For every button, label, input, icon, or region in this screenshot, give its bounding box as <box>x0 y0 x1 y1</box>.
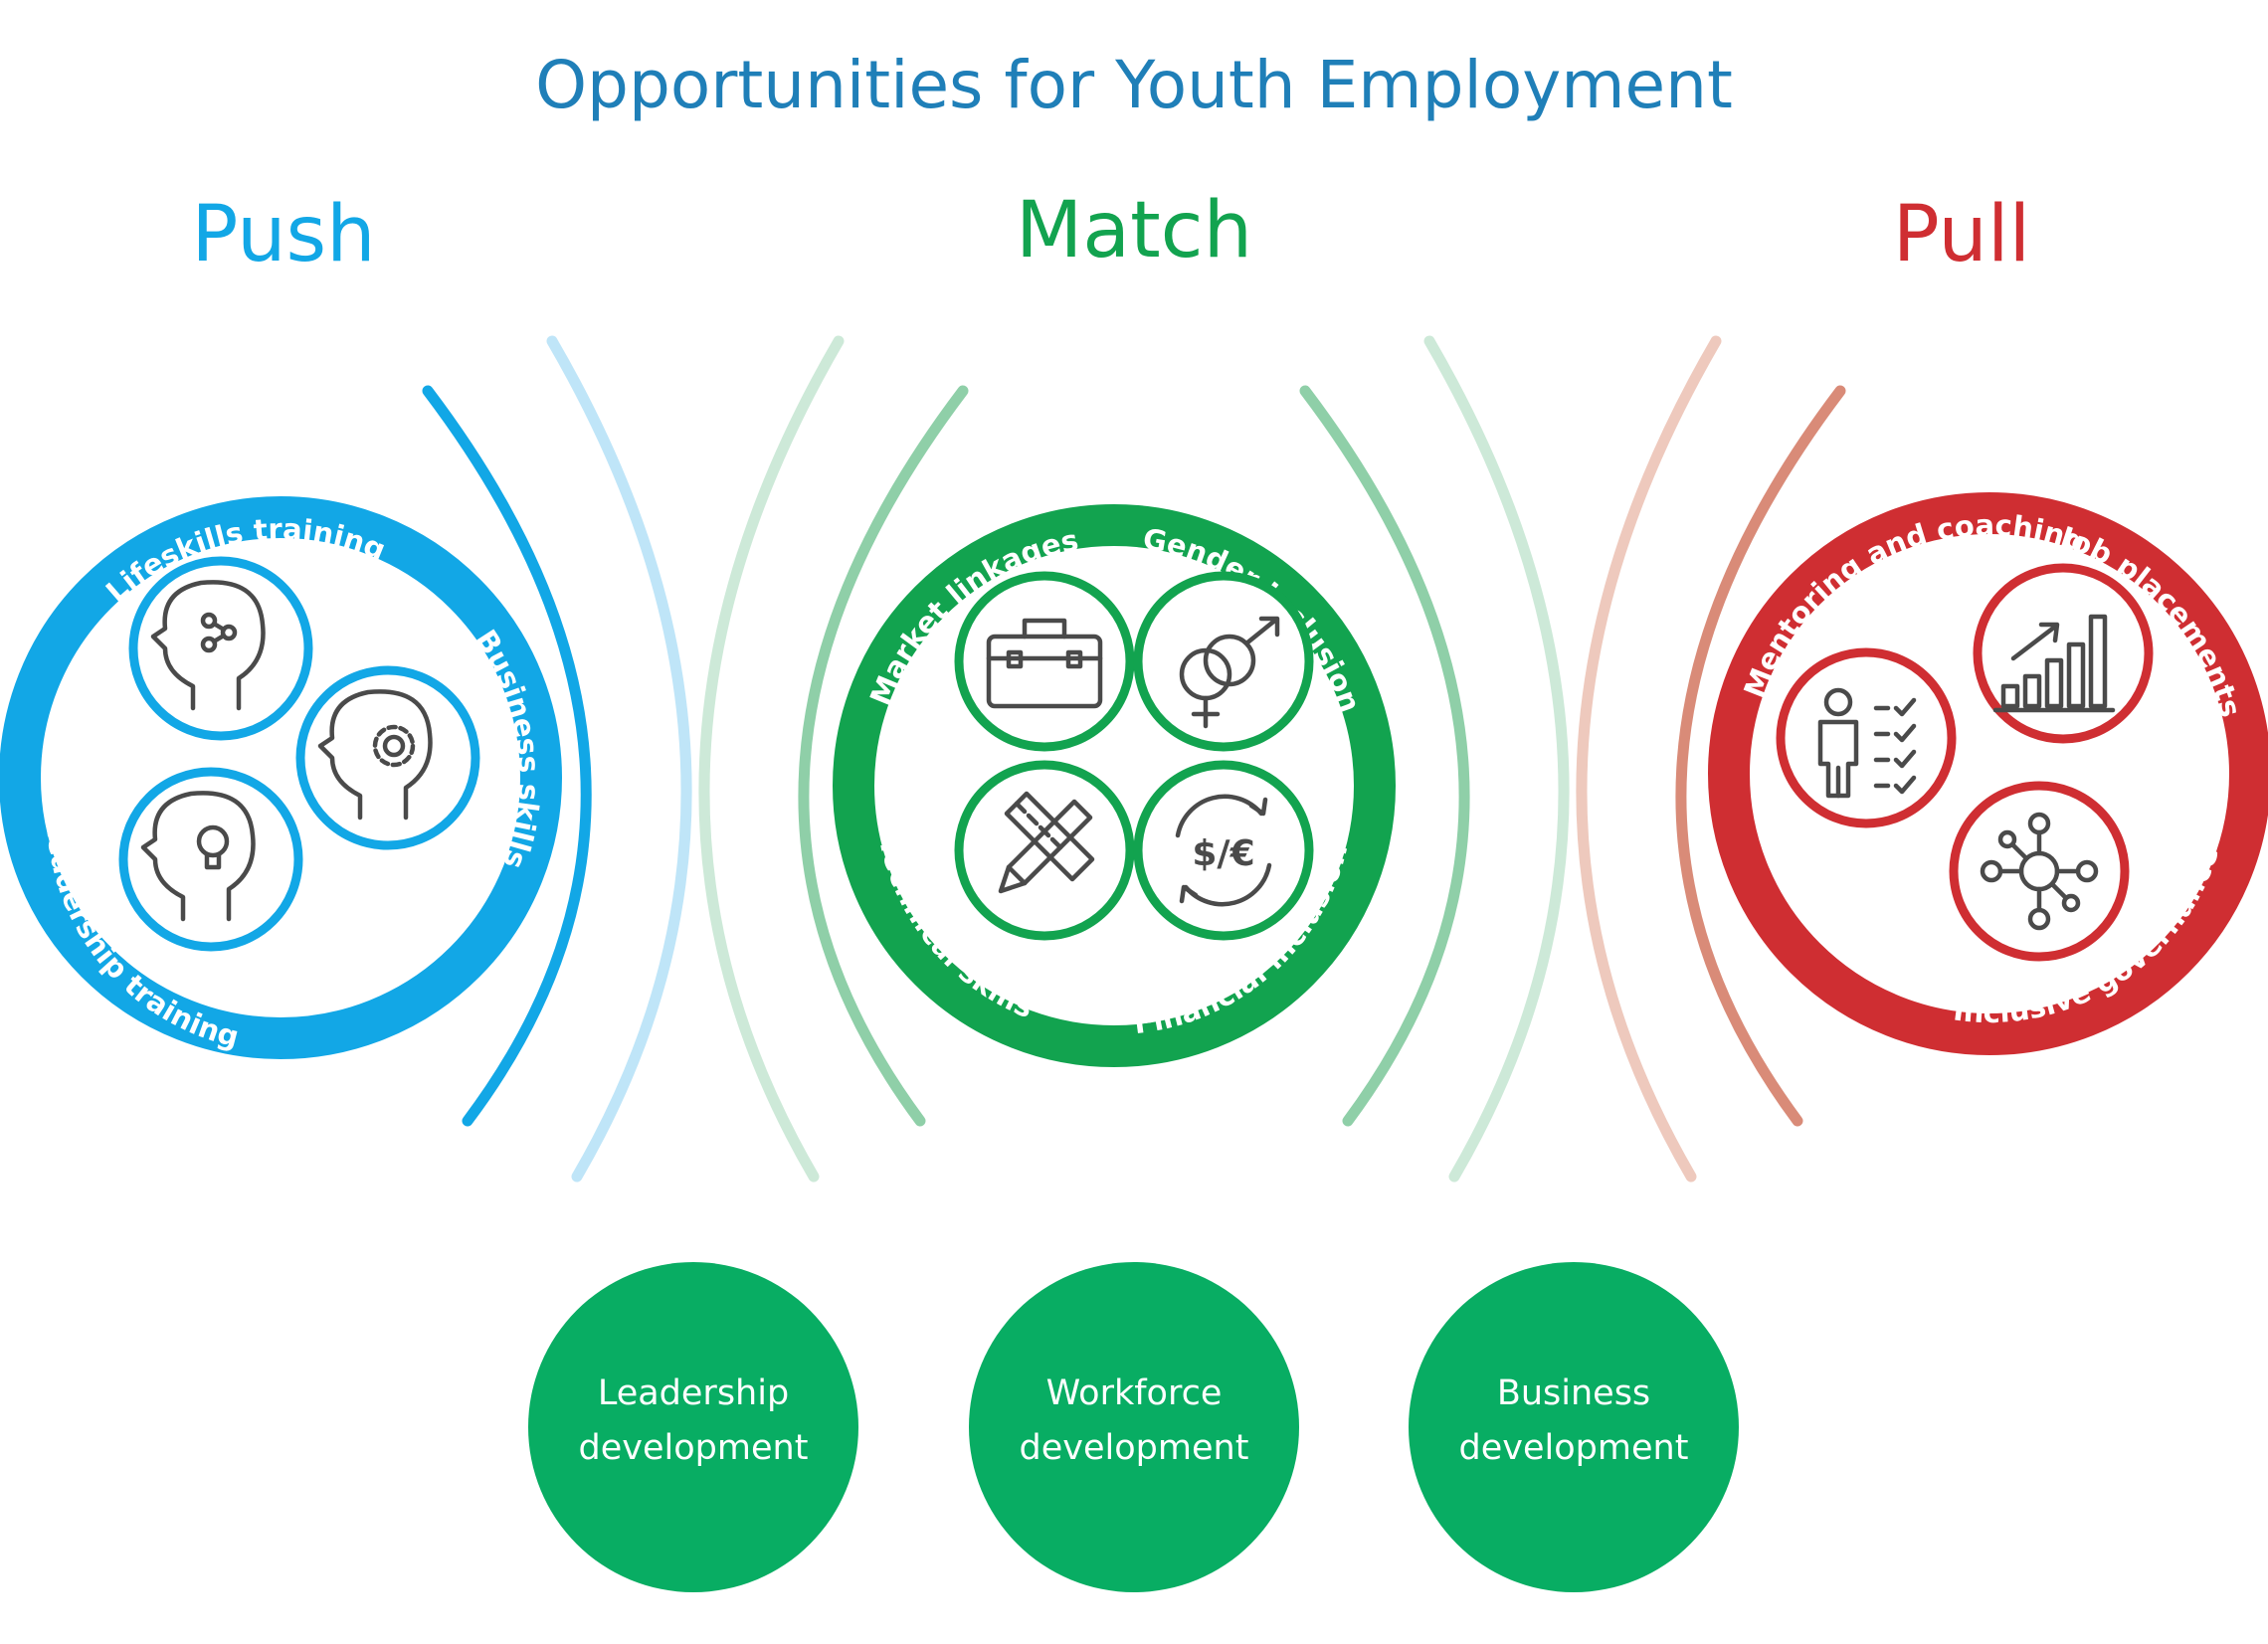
bottom-circle-workforce: Workforce development <box>969 1262 1299 1592</box>
bottom-circle-business: Business development <box>1409 1262 1739 1592</box>
head-share-icon <box>128 556 313 741</box>
toolbox-icon <box>954 571 1135 752</box>
diagram-title: Opportunities for Youth Employment <box>535 47 1733 123</box>
bottom-label-line1: Leadership <box>598 1373 789 1413</box>
network-icon <box>1949 781 2130 962</box>
push-ring <box>0 496 562 1059</box>
bottom-label-line2: development <box>1459 1428 1689 1468</box>
pencil-ruler-icon <box>954 760 1135 941</box>
push-arc-inner <box>422 385 592 1127</box>
pull-heading: Pull <box>1893 190 2030 279</box>
pull-group: Mentoring and coaching Job placements In… <box>1708 492 2268 1055</box>
bottom-label-line1: Business <box>1497 1373 1650 1413</box>
match-arc-right-outer <box>1423 335 1570 1183</box>
gender-icon <box>1133 571 1314 752</box>
currency-glyph: $/€ <box>1192 833 1254 874</box>
match-group: Market linkages Gender Inclusion Technic… <box>833 504 1396 1067</box>
bottom-circle-leadership: Leadership development <box>528 1262 858 1592</box>
bottom-label-line2: development <box>579 1428 809 1468</box>
match-arc-left-inner <box>798 385 969 1127</box>
pull-arc-outer <box>1576 335 1722 1183</box>
match-heading: Match <box>1016 186 1252 275</box>
push-heading: Push <box>191 190 375 279</box>
head-lightbulb-icon <box>118 767 303 952</box>
match-arc-right-inner <box>1299 385 1470 1127</box>
bottom-label-line1: Workforce <box>1046 1373 1223 1413</box>
push-group: Lifeskills training Business skills Lead… <box>0 496 562 1059</box>
head-gear-icon <box>295 665 480 850</box>
match-ring <box>833 504 1396 1067</box>
currency-exchange-icon: $/€ <box>1133 760 1314 941</box>
bar-chart-growth-icon <box>1973 563 2154 744</box>
push-arc-outer <box>546 335 692 1183</box>
person-checklist-icon <box>1776 647 1957 828</box>
bottom-label-line2: development <box>1020 1428 1249 1468</box>
pull-arc-inner <box>1675 385 1846 1127</box>
pull-ring <box>1708 492 2268 1055</box>
match-arc-left-outer <box>698 335 845 1183</box>
